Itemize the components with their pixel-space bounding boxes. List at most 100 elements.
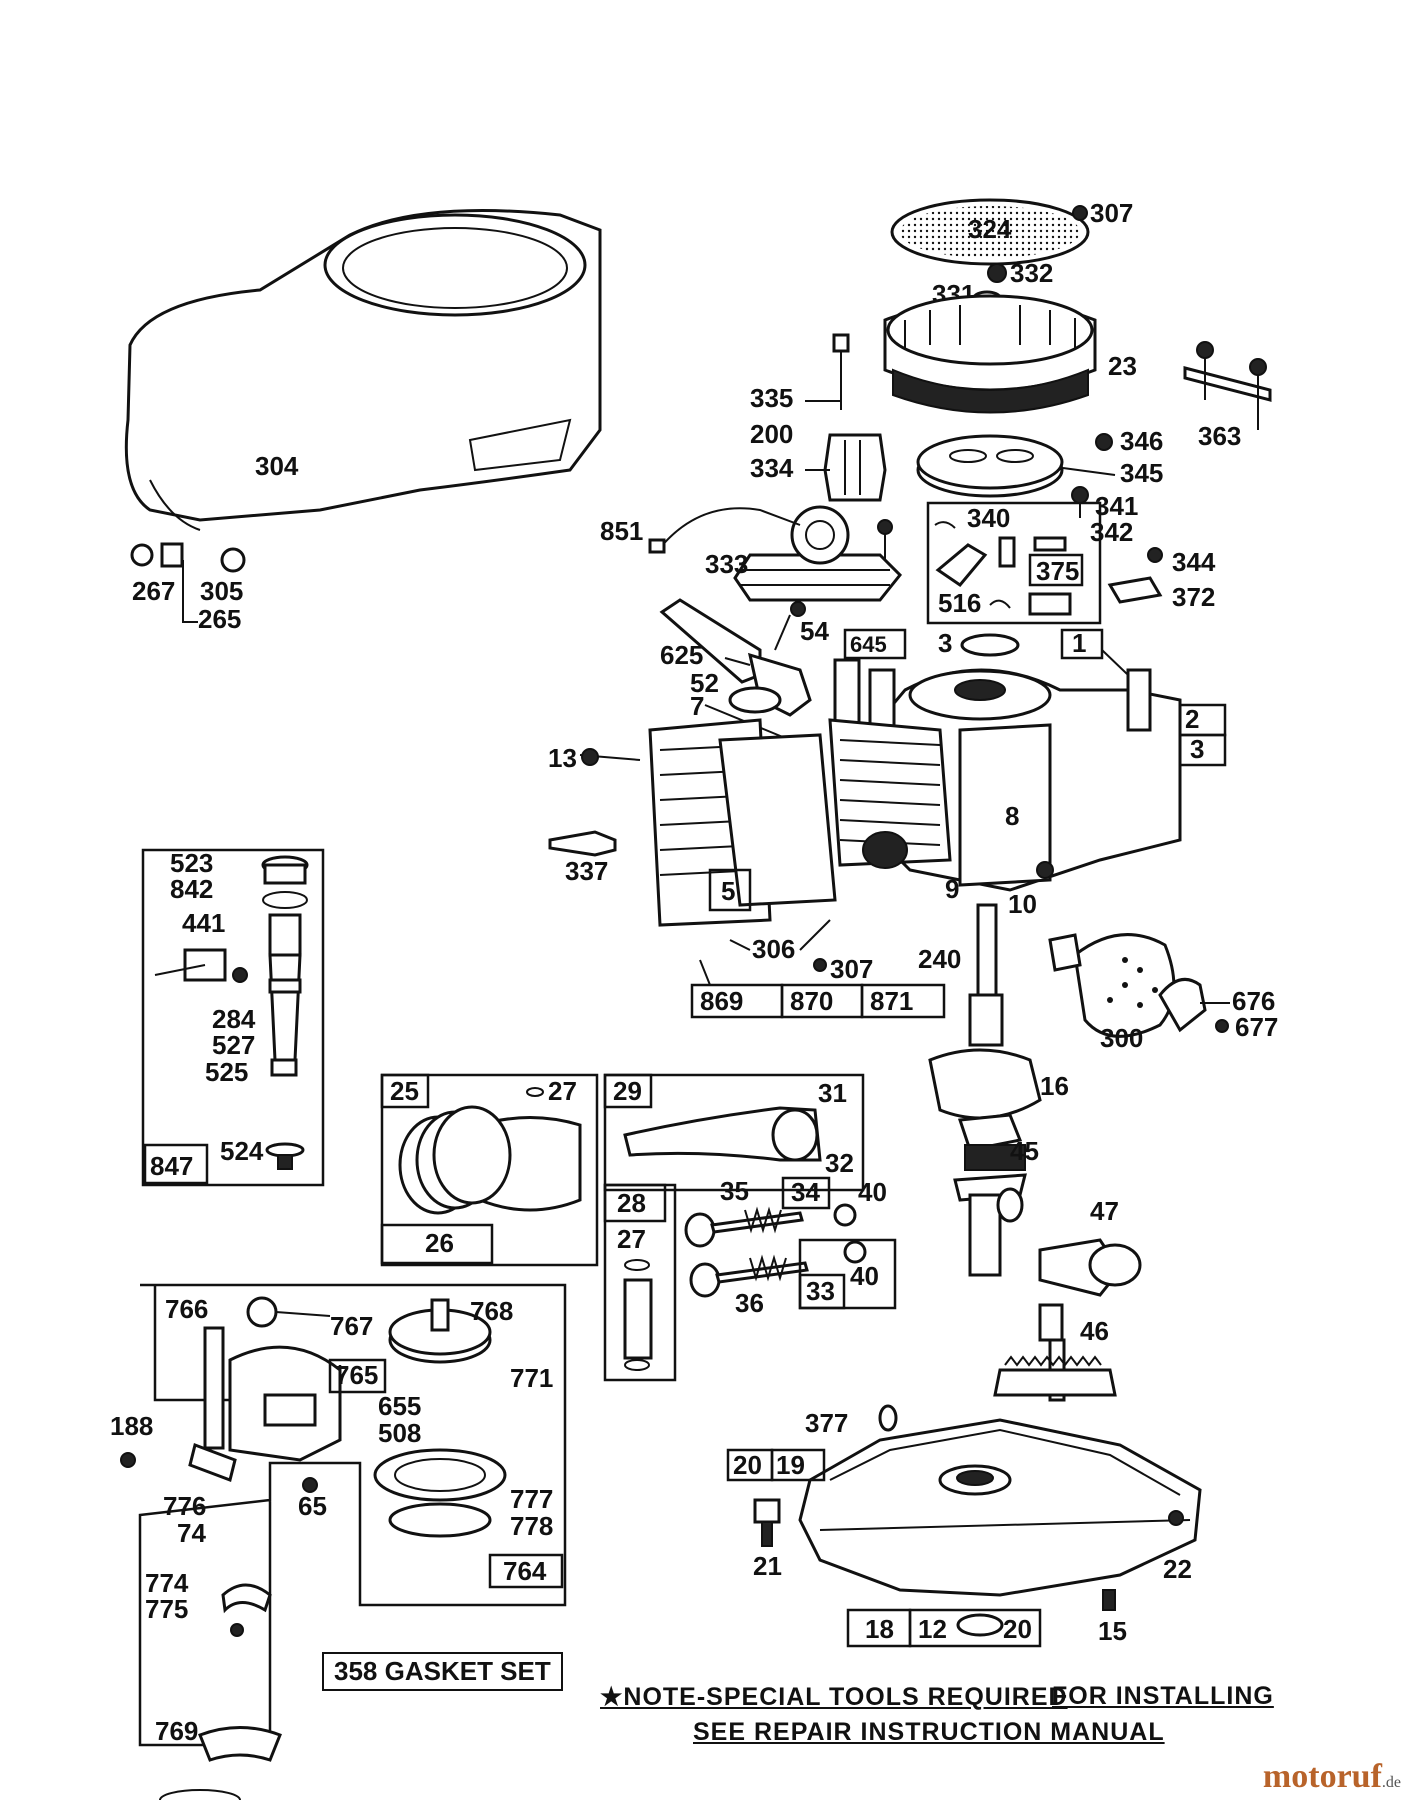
label-31: 31	[818, 1078, 847, 1108]
label-768: 768	[470, 1296, 513, 1326]
label-363: 363	[1198, 421, 1241, 451]
label-300: 300	[1100, 1023, 1143, 1053]
label-527: 527	[212, 1030, 255, 1060]
box-764	[488, 1553, 564, 1589]
gasket-set-label: 358 GASKET SET	[322, 1652, 563, 1691]
armature	[733, 505, 903, 602]
label-525: 525	[205, 1057, 248, 1087]
label-764: 764	[503, 1556, 547, 1586]
label-40a: 40	[858, 1177, 887, 1207]
blower-housing	[124, 209, 602, 573]
label-342: 342	[1090, 517, 1133, 547]
label-46: 46	[1080, 1316, 1109, 1346]
label-32: 32	[825, 1148, 854, 1178]
rotating-screen	[890, 198, 1090, 266]
label-765: 765	[335, 1360, 378, 1390]
label-27b: 27	[617, 1224, 646, 1254]
label-344: 344	[1172, 547, 1216, 577]
label-45: 45	[1010, 1136, 1039, 1166]
label-776: 776	[163, 1491, 206, 1521]
label-676: 676	[1232, 986, 1275, 1016]
muffler	[1048, 933, 1207, 1038]
box-25	[380, 1073, 430, 1109]
label-26: 26	[425, 1228, 454, 1258]
label-332: 332	[1010, 258, 1053, 288]
label-777: 777	[510, 1484, 553, 1514]
box-26	[380, 1223, 494, 1265]
label-304: 304	[255, 451, 299, 481]
label-20b: 20	[1003, 1614, 1032, 1644]
label-333: 333	[705, 549, 748, 579]
label-645: 645	[850, 632, 887, 657]
label-65: 65	[298, 1491, 327, 1521]
cylinder-block	[648, 658, 1182, 927]
label-1: 1	[1072, 628, 1086, 658]
label-29: 29	[613, 1076, 642, 1106]
label-74: 74	[177, 1518, 206, 1548]
label-337: 337	[565, 856, 608, 886]
label-769: 769	[155, 1716, 198, 1746]
breaker-cover	[916, 434, 1064, 498]
label-870: 870	[790, 986, 833, 1016]
label-655: 655	[378, 1391, 421, 1421]
crankshaft	[928, 903, 1042, 1277]
label-10: 10	[1008, 889, 1037, 919]
label-767: 767	[330, 1311, 373, 1341]
label-842: 842	[170, 874, 213, 904]
logo-suffix: .de	[1381, 1774, 1401, 1791]
box-2	[1173, 703, 1227, 737]
label-508: 508	[378, 1418, 421, 1448]
label-305: 305	[200, 576, 243, 606]
starter-box	[138, 1283, 567, 1747]
label-677: 677	[1235, 1012, 1278, 1042]
label-47: 47	[1090, 1196, 1119, 1226]
box-29	[603, 1073, 653, 1109]
label-33: 33	[806, 1276, 835, 1306]
dipstick-box	[141, 848, 325, 1187]
logo-main: motoruf	[1262, 1758, 1382, 1795]
label-28: 28	[617, 1188, 646, 1218]
box-34	[781, 1176, 831, 1210]
label-871: 871	[870, 986, 913, 1016]
label-851: 851	[600, 516, 643, 546]
label-774: 774	[145, 1568, 189, 1598]
label-18: 18	[865, 1614, 894, 1644]
box-765	[328, 1358, 387, 1394]
label-25: 25	[390, 1076, 419, 1106]
label-324: 324	[968, 214, 1012, 244]
label-516: 516	[938, 588, 981, 618]
label-54: 54	[800, 616, 829, 646]
box-375	[1028, 553, 1084, 587]
label-523: 523	[170, 848, 213, 878]
label-19: 19	[776, 1450, 805, 1480]
box-847	[143, 1143, 209, 1185]
label-188: 188	[110, 1411, 153, 1441]
label-265: 265	[198, 604, 241, 634]
label-12: 12	[918, 1614, 947, 1644]
label-9: 9	[945, 874, 959, 904]
label-334: 334	[750, 453, 794, 483]
label-40b: 40	[850, 1261, 879, 1291]
label-847: 847	[150, 1151, 193, 1181]
label-766: 766	[165, 1294, 208, 1324]
label-335: 335	[750, 383, 793, 413]
label-8: 8	[1005, 801, 1019, 831]
label-341: 341	[1095, 491, 1138, 521]
label-27: 27	[548, 1076, 577, 1106]
label-16: 16	[1040, 1071, 1069, 1101]
label-441: 441	[182, 908, 225, 938]
governor	[993, 1238, 1142, 1402]
oil-sump	[798, 1418, 1202, 1597]
label-21: 21	[753, 1551, 782, 1581]
label-2: 2	[1185, 704, 1199, 734]
label-340: 340	[967, 503, 1010, 533]
label-307a: 307	[1090, 198, 1133, 228]
dipstick-parts	[154, 855, 309, 1170]
label-345: 345	[1120, 458, 1163, 488]
piston-box	[380, 1073, 599, 1267]
label-284: 284	[212, 1004, 256, 1034]
box-33	[798, 1273, 846, 1310]
note-line-1b: FOR INSTALLING	[1052, 1682, 1274, 1710]
